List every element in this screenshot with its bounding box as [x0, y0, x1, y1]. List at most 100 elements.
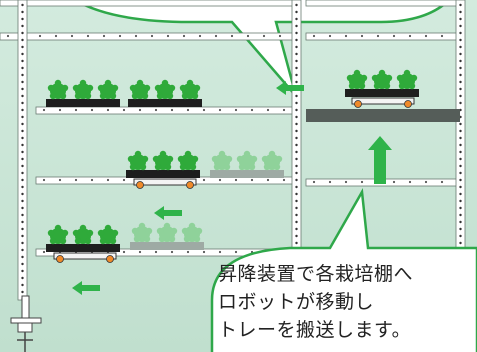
lift-platform [306, 109, 460, 122]
column-hole [295, 164, 298, 168]
beam-bolt [266, 178, 270, 182]
column-hole [21, 73, 24, 77]
column-hole [295, 143, 298, 147]
lettuce-leaf [159, 150, 167, 158]
caption-line-1: 昇降装置で各栽培棚へ [218, 263, 414, 285]
column-hole [21, 122, 24, 126]
beam-bolt [90, 108, 94, 112]
shelf-top-beam [0, 0, 299, 7]
column-hole [459, 87, 462, 91]
column-hole [21, 10, 24, 14]
column-hole [459, 192, 462, 196]
beam-bolt [214, 34, 218, 38]
beam-bolt [170, 250, 174, 254]
column-hole [459, 122, 462, 126]
lettuce-leaf [72, 84, 80, 92]
beam-bolt [58, 178, 62, 182]
column-hole [459, 164, 462, 168]
column-hole [21, 241, 24, 245]
shelf-top-beam [305, 0, 463, 7]
column-hole [295, 185, 298, 189]
lettuce-leaf [181, 227, 189, 235]
beam-bolt [70, 34, 74, 38]
lettuce-leaf [396, 74, 404, 82]
column-hole [459, 199, 462, 203]
beam-bolt [234, 108, 238, 112]
lettuce-leaf [97, 84, 105, 92]
lettuce-leaf [189, 163, 197, 171]
beam-bolt [250, 108, 254, 112]
column-hole [459, 234, 462, 238]
beam-bolt [440, 34, 444, 38]
tray-base [46, 99, 120, 107]
column-hole [295, 192, 298, 196]
lettuce-leaf [161, 79, 169, 87]
column-hole [295, 150, 298, 154]
lettuce-leaf [353, 69, 361, 77]
column-hole [21, 94, 24, 98]
column-hole [21, 164, 24, 168]
lettuce-leaf [143, 84, 151, 92]
lettuce-leaf [72, 229, 80, 237]
lettuce-leaf [243, 150, 251, 158]
beam-bolt [166, 34, 170, 38]
beam-bolt [360, 180, 364, 184]
beam-bolt [202, 250, 206, 254]
tray-base [128, 99, 202, 107]
lettuce-leaf [134, 150, 142, 158]
beam-bolt [170, 108, 174, 112]
lettuce-leaf [385, 74, 393, 82]
beam-bolt [118, 34, 122, 38]
lettuce-leaf [129, 84, 137, 92]
column-hole [21, 255, 24, 259]
robot-wheel [136, 181, 144, 189]
lettuce-leaf [86, 84, 94, 92]
beam-bolt [266, 108, 270, 112]
beam-bolt [182, 34, 186, 38]
column-hole [459, 94, 462, 98]
lettuce-leaf [211, 155, 219, 163]
shelf-columns [17, 0, 466, 301]
lettuce-leaf [59, 92, 67, 100]
beam-bolt [312, 34, 316, 38]
shelf-beam [0, 32, 297, 41]
beam-bolt [86, 34, 90, 38]
tray-base [46, 244, 120, 252]
lettuce-leaf [79, 224, 87, 232]
lettuce-leaf [213, 163, 221, 171]
column-hole [295, 213, 298, 217]
caption-text: 昇降装置で各栽培棚へ ロボットが移動し トレーを搬送します。 [218, 260, 477, 344]
lettuce-leaf [360, 74, 368, 82]
caption-speech-bubble [210, 188, 477, 352]
lettuce-leaf [145, 227, 153, 235]
column-hole [295, 157, 298, 161]
column-hole [21, 17, 24, 21]
column-hole [295, 171, 298, 175]
lettuce-leaf [131, 227, 139, 235]
beam-bolt [282, 178, 286, 182]
column-hole [459, 213, 462, 217]
beam-bolt [106, 108, 110, 112]
beam-bolt [392, 180, 396, 184]
lettuce-leaf [223, 163, 231, 171]
column-hole [21, 150, 24, 154]
lettuce-leaf [163, 222, 171, 230]
column-hole [295, 122, 298, 126]
column-hole [295, 136, 298, 140]
robot-body [53, 252, 117, 260]
column-hole [295, 108, 298, 112]
lettuce-leaf [168, 84, 176, 92]
lettuce-leaf [74, 237, 82, 245]
beam-bolt [102, 34, 106, 38]
column-hole [459, 45, 462, 49]
lettuce-leaf [97, 229, 105, 237]
lettuce-leaf [99, 92, 107, 100]
lettuce-leaf [378, 69, 386, 77]
beam-bolt [42, 250, 46, 254]
lettuce-leaf [166, 92, 174, 100]
column-hole [295, 3, 298, 7]
tray-base [345, 89, 419, 97]
column-hole [295, 52, 298, 56]
column-hole [21, 234, 24, 238]
lettuce-leaf [410, 74, 418, 82]
